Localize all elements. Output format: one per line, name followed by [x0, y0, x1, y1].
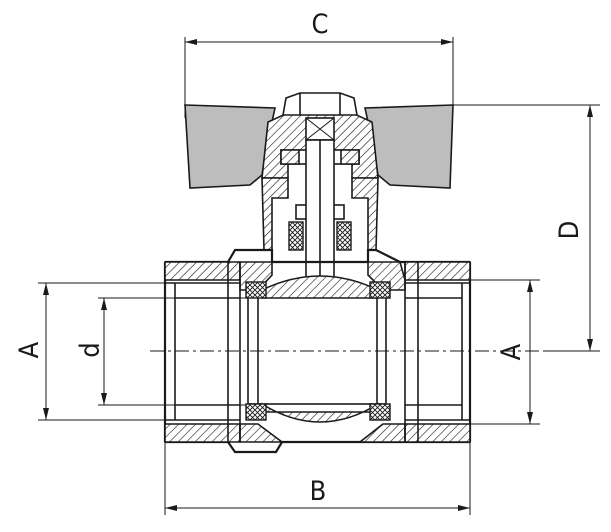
label-d: D: [554, 221, 585, 240]
dimension-d: D: [453, 104, 600, 352]
label-c: C: [312, 9, 329, 40]
dimension-b: B: [164, 440, 471, 515]
label-d-small: d: [75, 342, 106, 357]
valve-ball: [245, 275, 391, 423]
dimension-a-left: A: [14, 282, 175, 421]
valve-stem: [305, 139, 335, 290]
dimension-a-right: A: [470, 279, 540, 425]
label-b: B: [310, 476, 327, 507]
label-a-right: A: [496, 343, 527, 360]
stem-nut: [282, 92, 358, 141]
label-a-left: A: [14, 341, 45, 358]
